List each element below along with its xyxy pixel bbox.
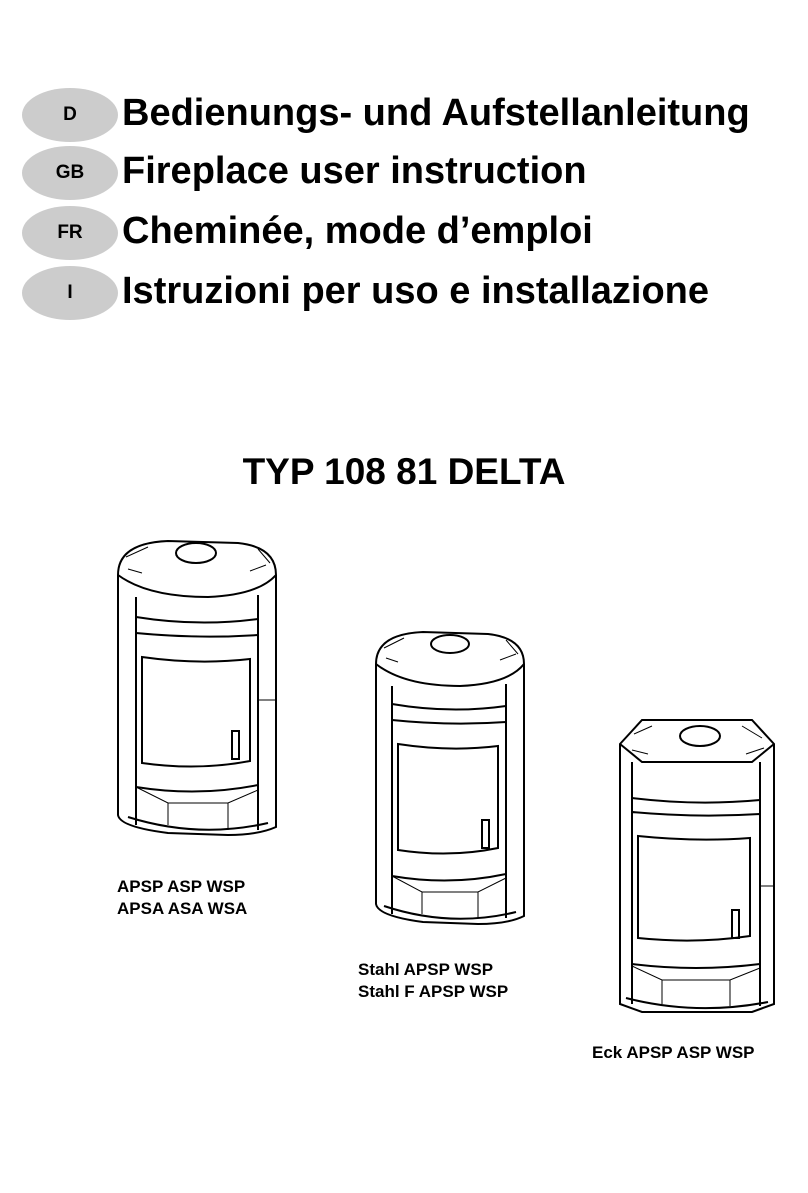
lang-row-d: D Bedienungs- und Aufstellanleitung [22, 88, 802, 142]
caption-steel-line2: Stahl F APSP WSP [358, 982, 509, 1001]
lang-badge-i: I [22, 266, 118, 320]
stove-illustration-round [117, 539, 277, 837]
stove-illustration-corner [619, 719, 775, 1013]
lang-badge-fr: FR [22, 206, 118, 260]
caption-round-line1: APSP ASP WSP [117, 877, 246, 896]
stove-illustration-steel [375, 630, 525, 926]
lang-title-d: Bedienungs- und Aufstellanleitung [122, 92, 750, 134]
lang-title-fr: Cheminée, mode d’emploi [122, 210, 593, 252]
caption-steel-line1: Stahl APSP WSP [358, 960, 494, 979]
lang-badge-gb: GB [22, 146, 118, 200]
model-title: TYP 108 81 DELTA [242, 451, 566, 492]
caption-round-line2: APSA ASA WSA [117, 899, 248, 918]
caption-corner-line1: Eck APSP ASP WSP [592, 1043, 755, 1062]
lang-badge-d: D [22, 88, 118, 142]
lang-row-gb: GB Fireplace user instruction [22, 146, 802, 200]
lang-title-gb: Fireplace user instruction [122, 150, 587, 192]
lang-row-i: I Istruzioni per uso e installazione [22, 266, 802, 320]
lang-row-fr: FR Cheminée, mode d’emploi [22, 206, 802, 260]
lang-title-i: Istruzioni per uso e installazione [122, 270, 709, 312]
